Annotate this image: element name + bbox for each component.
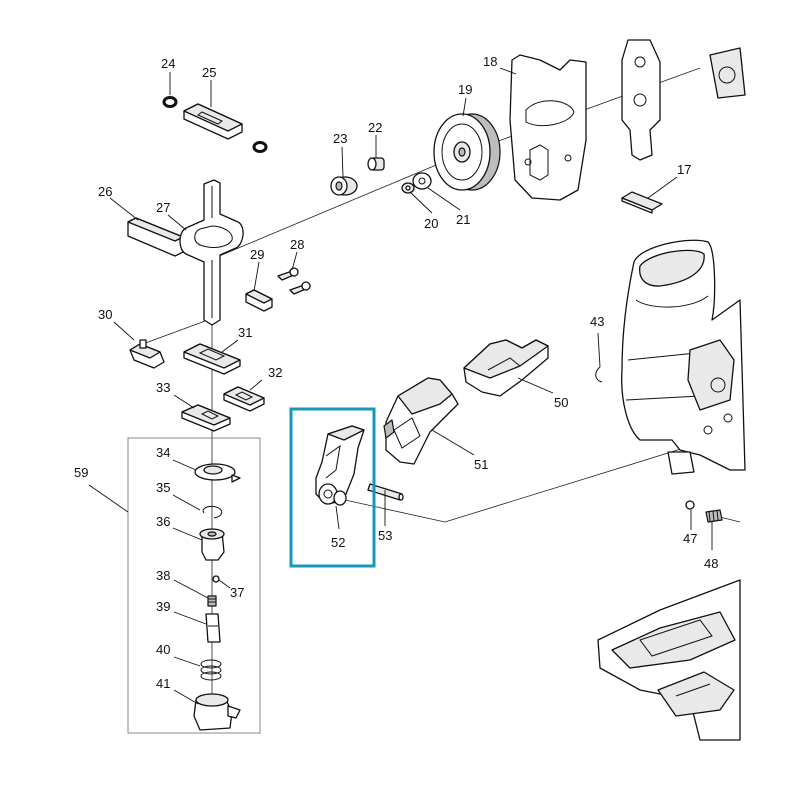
part-24b-o-ring[interactable] (252, 141, 268, 153)
part-counter-plate[interactable] (621, 39, 661, 161)
callout-40: 40 (156, 642, 170, 657)
callout-32: 32 (268, 365, 282, 380)
callout-53: 53 (378, 528, 392, 543)
callout-47: 47 (683, 531, 697, 546)
part-21-washer[interactable] (412, 172, 432, 190)
assembly-59-frame (127, 437, 261, 734)
part-34-flange[interactable] (194, 463, 241, 483)
part-48-spring[interactable] (705, 509, 723, 523)
part-39-shaft[interactable] (205, 613, 221, 643)
callout-34: 34 (156, 445, 170, 460)
callout-33: 33 (156, 380, 170, 395)
callout-18: 18 (483, 54, 497, 69)
part-36-holder[interactable] (199, 528, 225, 561)
callout-27: 27 (156, 200, 170, 215)
part-37-ball[interactable] (212, 575, 220, 583)
part-52-lever[interactable] (315, 425, 365, 506)
callout-26: 26 (98, 184, 112, 199)
alignment-lines (139, 67, 741, 700)
callout-22: 22 (368, 120, 382, 135)
part-25-key[interactable] (183, 103, 243, 140)
callout-50: 50 (554, 395, 568, 410)
callout-28: 28 (290, 237, 304, 252)
callout-19: 19 (458, 82, 472, 97)
callout-37: 37 (230, 585, 244, 600)
callout-23: 23 (333, 131, 347, 146)
part-17-plate[interactable] (621, 191, 663, 214)
part-housing-corner (709, 47, 746, 99)
part-47-ball[interactable] (685, 500, 695, 510)
callout-25: 25 (202, 65, 216, 80)
part-41-sleeve[interactable] (193, 693, 241, 731)
callout-39: 39 (156, 599, 170, 614)
callout-51: 51 (474, 457, 488, 472)
part-23-bushing[interactable] (330, 176, 358, 196)
callout-59: 59 (74, 465, 88, 480)
part-43-clip[interactable] (595, 366, 603, 383)
callout-38: 38 (156, 568, 170, 583)
callout-48: 48 (704, 556, 718, 571)
part-32-plate[interactable] (223, 386, 265, 412)
callout-labels: 24 25 26 27 28 29 30 31 32 33 34 35 36 3… (74, 54, 718, 691)
part-40-spring[interactable] (200, 659, 222, 681)
callout-43: 43 (590, 314, 604, 329)
part-26-plate[interactable] (127, 217, 184, 257)
part-24-o-ring[interactable] (162, 96, 178, 108)
callout-36: 36 (156, 514, 170, 529)
part-29-bracket[interactable] (245, 289, 273, 312)
part-51-guide[interactable] (383, 377, 459, 465)
callout-31: 31 (238, 325, 252, 340)
callout-41: 41 (156, 676, 170, 691)
part-30-clip[interactable] (129, 339, 165, 369)
part-50-block[interactable] (463, 339, 549, 397)
callout-17: 17 (677, 162, 691, 177)
part-19-gear[interactable] (433, 113, 501, 191)
housing-body[interactable] (621, 239, 746, 475)
callout-24: 24 (161, 56, 175, 71)
part-18-plate[interactable] (509, 54, 587, 201)
callout-20: 20 (424, 216, 438, 231)
highlight-box (289, 407, 376, 568)
part-22-bushing[interactable] (367, 157, 385, 171)
callout-52: 52 (331, 535, 345, 550)
callout-21: 21 (456, 212, 470, 227)
part-31-plate[interactable] (183, 343, 241, 375)
callout-30: 30 (98, 307, 112, 322)
leader-lines (88, 67, 713, 705)
part-28-screws[interactable] (277, 267, 311, 295)
part-27-slider[interactable] (179, 179, 244, 326)
base-plate (597, 579, 741, 741)
callout-29: 29 (250, 247, 264, 262)
part-33-plate[interactable] (181, 404, 231, 432)
part-20-retaining-ring[interactable] (401, 182, 415, 194)
callout-35: 35 (156, 480, 170, 495)
part-35-circlip[interactable] (202, 505, 223, 519)
part-38-spring[interactable] (207, 595, 217, 607)
